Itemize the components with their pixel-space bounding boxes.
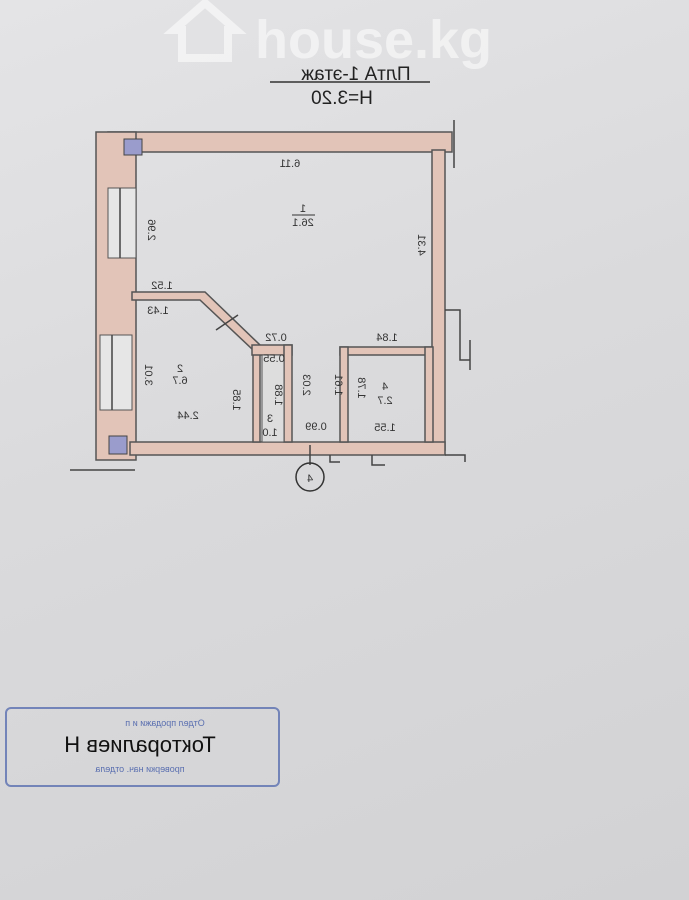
svg-text:1.78: 1.78 — [355, 377, 367, 398]
room-2-number: 2 — [177, 363, 183, 375]
room-2-area: 6.7 — [172, 375, 187, 387]
svg-text:1.55: 1.55 — [374, 422, 395, 434]
house-logo-icon — [163, 0, 247, 62]
stamp-top-line: Отдел продажи и п — [125, 718, 205, 728]
room-3-number: 3 — [267, 413, 273, 425]
height-label: H=3.20 — [311, 88, 373, 109]
room-1-number: 1 — [300, 203, 306, 215]
svg-text:2.96: 2.96 — [145, 219, 157, 240]
plan-title: ПлтА 1-этаж — [301, 64, 411, 85]
room-4-number: 4 — [382, 381, 388, 393]
svg-text:2.44: 2.44 — [177, 410, 198, 422]
walls — [70, 120, 471, 471]
stamp-bottom-line: проверки нач. отдела — [95, 764, 184, 774]
svg-text:6.11: 6.11 — [280, 158, 301, 170]
stamp: Отдел продажи и п Токторалиев Н проверки… — [5, 707, 280, 787]
svg-text:0.72: 0.72 — [265, 332, 286, 344]
entrance-marker-label: 4 — [307, 473, 313, 485]
dimension-labels: 6.11 2.96 4.31 1.52 1.43 3.01 1.85 2.44 … — [142, 158, 427, 434]
svg-text:1.85: 1.85 — [230, 389, 242, 410]
svg-text:3.01: 3.01 — [142, 364, 154, 385]
svg-text:1.43: 1.43 — [147, 305, 168, 317]
column-bottom-left — [108, 435, 128, 455]
svg-text:1.61: 1.61 — [332, 374, 344, 395]
room-1-area: 26.1 — [292, 217, 313, 229]
svg-text:4.31: 4.31 — [415, 234, 427, 255]
column-top-left — [123, 138, 143, 156]
svg-text:0.99: 0.99 — [305, 421, 326, 433]
stamp-name: Токторалиев Н — [64, 732, 215, 757]
svg-text:0.55: 0.55 — [263, 353, 284, 365]
room-3-area: 1.0 — [262, 427, 277, 439]
svg-text:1.52: 1.52 — [151, 280, 172, 292]
svg-text:1.88: 1.88 — [272, 384, 284, 405]
svg-text:2.03: 2.03 — [300, 374, 312, 395]
watermark-text: house.kg — [255, 10, 492, 70]
entrance-marker — [295, 462, 325, 492]
room-4-area: 2.7 — [377, 395, 392, 407]
svg-text:1.84: 1.84 — [376, 332, 397, 344]
